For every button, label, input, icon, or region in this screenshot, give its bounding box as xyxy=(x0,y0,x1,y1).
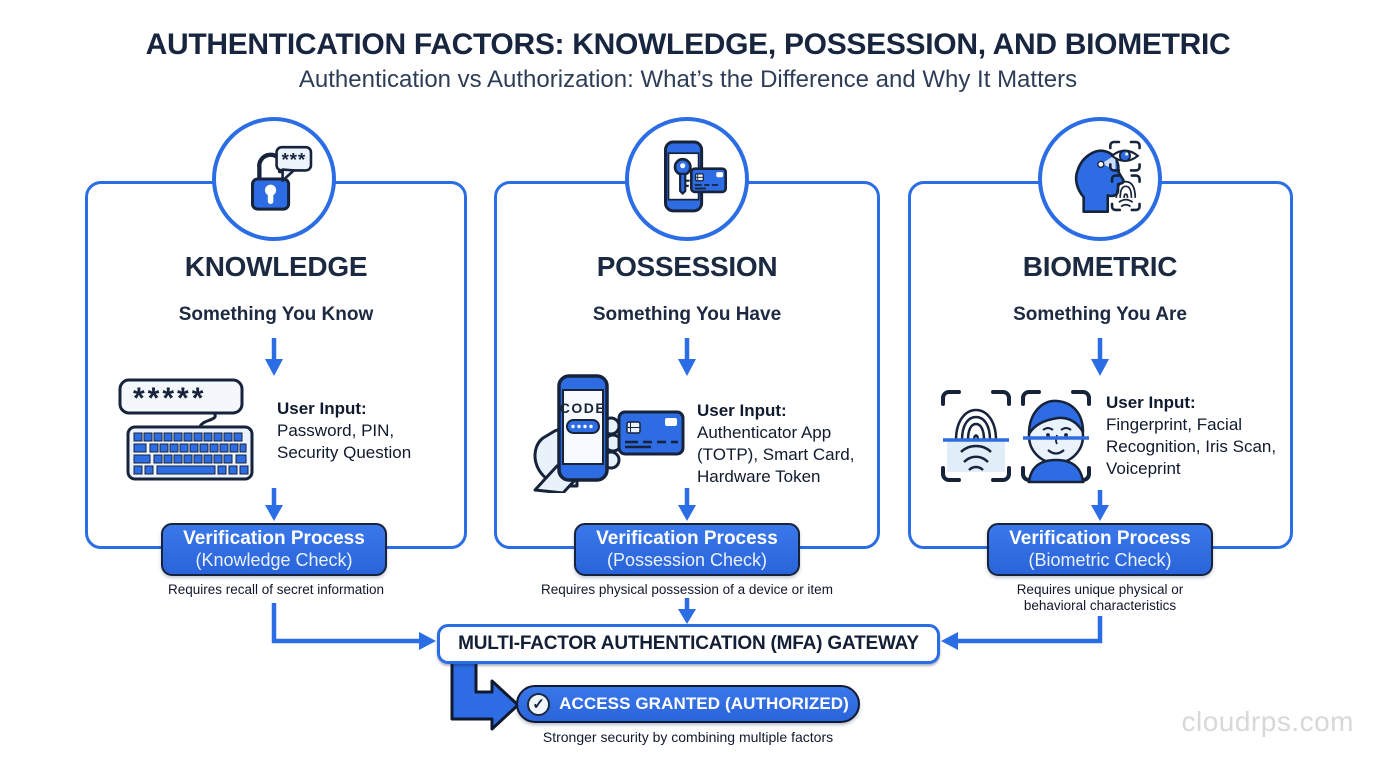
knowledge-input-illustration: ***** xyxy=(113,374,265,491)
result-caption: Stronger security by combining multiple … xyxy=(542,729,834,745)
possession-user-input-label: User Input: xyxy=(697,401,787,420)
unlocked-padlock-password-bubble-icon: *** xyxy=(250,145,313,211)
knowledge-user-input: User Input: Password, PIN, Security Ques… xyxy=(277,398,452,464)
knowledge-verification-box: Verification Process (Knowledge Check) xyxy=(161,523,387,576)
access-granted-box: ✓ ACCESS GRANTED (AUTHORIZED) xyxy=(516,685,860,723)
knowledge-verification-subtitle: (Knowledge Check) xyxy=(195,550,353,570)
biometric-circle xyxy=(1038,117,1162,241)
password-mask-text: ***** xyxy=(133,382,206,415)
biometric-caption: Requires unique physical or behavioral c… xyxy=(1016,582,1184,613)
possession-input-illustration: CODE xyxy=(518,368,690,498)
phone-code-text: CODE xyxy=(560,400,606,416)
watermark: cloudrps.com xyxy=(1181,706,1354,737)
mfa-gateway-box: MULTI-FACTOR AUTHENTICATION (MFA) GATEWA… xyxy=(437,624,940,664)
knowledge-circle: *** xyxy=(212,117,336,241)
biometric-user-input: User Input: Fingerprint, Facial Recognit… xyxy=(1106,392,1286,480)
biometric-input-illustration xyxy=(930,382,1102,497)
possession-tagline: Something You Have xyxy=(592,304,782,325)
page-title: AUTHENTICATION FACTORS: KNOWLEDGE, POSSE… xyxy=(145,28,1231,61)
knowledge-verification-title: Verification Process xyxy=(183,528,365,549)
hand-phone-code-card-icon: CODE xyxy=(533,374,685,495)
phone-key-card-icon xyxy=(663,140,727,213)
possession-verification-subtitle: (Possession Check) xyxy=(606,550,768,570)
biometric-title: BIOMETRIC xyxy=(1022,251,1178,282)
biometric-verification-box: Verification Process (Biometric Check) xyxy=(987,523,1213,576)
possession-verification-title: Verification Process xyxy=(596,528,778,549)
possession-title: POSSESSION xyxy=(596,251,778,282)
knowledge-title: KNOWLEDGE xyxy=(184,251,368,282)
biometric-user-input-label: User Input: xyxy=(1106,393,1196,412)
knowledge-tagline: Something You Know xyxy=(178,304,374,325)
knowledge-user-input-label: User Input: xyxy=(277,399,367,418)
possession-verification-box: Verification Process (Possession Check) xyxy=(574,523,800,576)
possession-user-input-text: Authenticator App (TOTP), Smart Card, Ha… xyxy=(697,423,855,486)
page-subtitle: Authentication vs Authorization: What’s … xyxy=(298,66,1078,93)
keyboard-keys xyxy=(133,432,249,475)
access-granted-label: ACCESS GRANTED (AUTHORIZED) xyxy=(559,694,849,713)
check-circle-icon: ✓ xyxy=(527,692,551,716)
mfa-gateway-label: MULTI-FACTOR AUTHENTICATION (MFA) GATEWA… xyxy=(458,633,919,654)
head-eye-fingerprint-icon xyxy=(1074,140,1141,213)
possession-caption: Requires physical possession of a device… xyxy=(541,582,833,597)
biometric-tagline: Something You Are xyxy=(1013,304,1187,325)
password-field-keyboard-icon: ***** xyxy=(118,378,254,481)
knowledge-caption: Requires recall of secret information xyxy=(167,582,385,597)
bubble-asterisks: *** xyxy=(281,150,306,171)
biometric-user-input-text: Fingerprint, Facial Recognition, Iris Sc… xyxy=(1106,415,1277,478)
possession-circle xyxy=(625,117,749,241)
possession-user-input: User Input: Authenticator App (TOTP), Sm… xyxy=(697,400,892,488)
biometric-verification-subtitle: (Biometric Check) xyxy=(1028,550,1172,570)
gateway-to-access-arrow xyxy=(450,659,520,731)
knowledge-user-input-text: Password, PIN, Security Question xyxy=(277,421,412,462)
fingerprint-face-scan-icon xyxy=(941,390,1091,484)
biometric-verification-title: Verification Process xyxy=(1009,528,1191,549)
